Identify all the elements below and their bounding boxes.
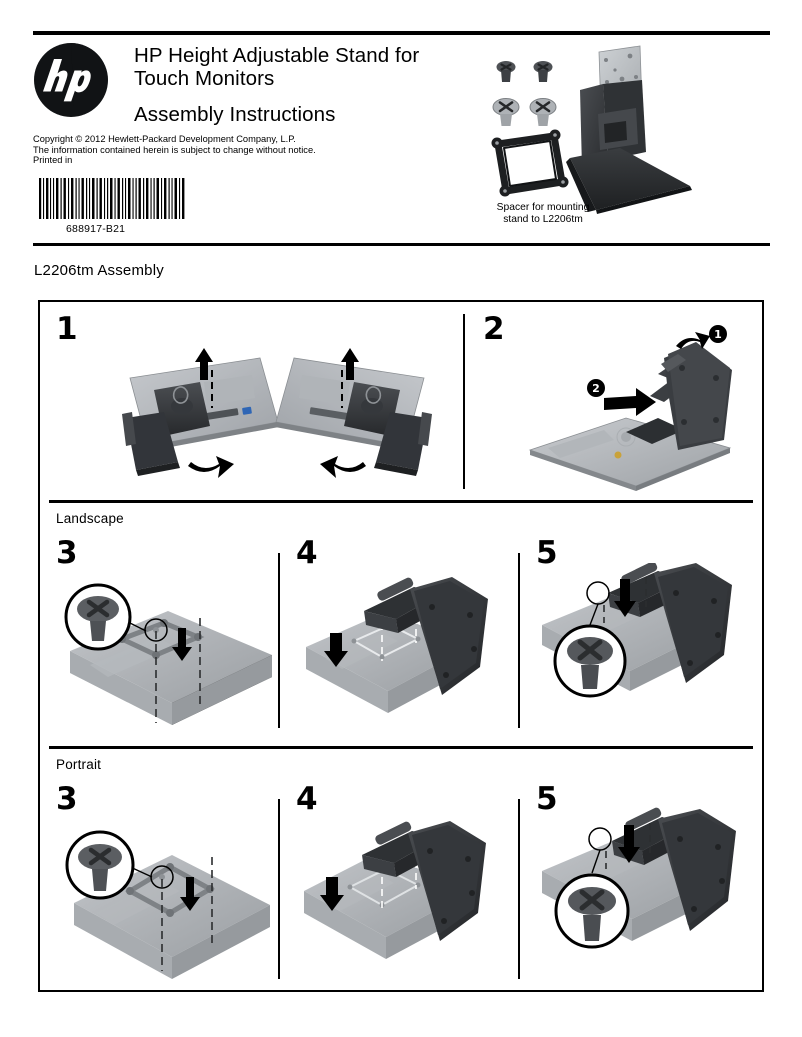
step-number-4-portrait: 4 xyxy=(296,781,318,817)
top-divider xyxy=(33,31,770,35)
row-divider-2 xyxy=(49,746,753,749)
steps-row-portrait: Portrait 3 xyxy=(40,749,762,992)
spacer-caption: Spacer for mounting stand to L2206tm xyxy=(473,202,613,226)
copyright-line-2: The information contained herein is subj… xyxy=(33,144,316,155)
orientation-label-portrait: Portrait xyxy=(56,757,102,772)
step-number-5-portrait: 5 xyxy=(536,781,558,817)
row1-vertical-divider xyxy=(463,314,465,489)
step-number-5-landscape: 5 xyxy=(536,535,558,571)
stand-assembly xyxy=(364,577,488,695)
stand-rotating xyxy=(626,342,732,450)
part-number-label: 688917-B21 xyxy=(66,223,126,235)
barcode-block: 688917-B21 xyxy=(38,178,208,235)
title-line-2: Touch Monitors xyxy=(134,67,275,90)
assembly-steps-box: 1 xyxy=(38,300,764,992)
copyright-line-3: Printed in xyxy=(33,155,73,166)
step-number-1: 1 xyxy=(56,311,78,347)
document-subtitle: Assembly Instructions xyxy=(134,103,336,126)
screw-detail-circle xyxy=(65,830,135,900)
height-adjustable-stand-illustration xyxy=(566,45,692,214)
steps-row-1: 1 xyxy=(40,302,762,500)
title-line-1: HP Height Adjustable Stand for xyxy=(134,44,420,67)
orientation-label-landscape: Landscape xyxy=(56,511,124,526)
step-5-portrait-illustration xyxy=(538,807,750,982)
screw-detail-circle xyxy=(64,583,132,651)
step-4-portrait-illustration xyxy=(302,817,510,982)
spacer-bracket-icon xyxy=(491,129,569,197)
portrait-divider-1 xyxy=(278,799,280,979)
screw-icon-2 xyxy=(533,61,553,82)
portrait-divider-2 xyxy=(518,799,520,979)
header-divider xyxy=(33,243,770,246)
monitor-left xyxy=(122,348,279,478)
step-number-3-landscape: 3 xyxy=(56,535,78,571)
barcode-image xyxy=(38,178,188,219)
step-1-illustration xyxy=(92,326,462,494)
parts-illustration xyxy=(470,40,770,240)
assembly-heading: L2206tm Assembly xyxy=(34,262,164,279)
step-3-portrait-illustration xyxy=(60,819,275,989)
step-2-illustration: 1 2 xyxy=(518,322,748,494)
svg-text:2: 2 xyxy=(592,382,600,395)
hp-logo-icon xyxy=(33,42,109,118)
copyright-block: Copyright © 2012 Hewlett-Packard Develop… xyxy=(33,134,453,166)
spacer-caption-line-2: stand to L2206tm xyxy=(503,214,583,225)
step-3-landscape-illustration xyxy=(60,573,275,738)
screw-icon-4 xyxy=(529,98,557,126)
monitor-right xyxy=(275,348,432,478)
step-number-4-landscape: 4 xyxy=(296,535,318,571)
spacer-caption-line-1: Spacer for mounting xyxy=(496,202,590,213)
svg-text:1: 1 xyxy=(714,328,722,341)
screw-icon-3 xyxy=(492,98,520,126)
step-4-landscape-illustration xyxy=(302,571,510,731)
steps-row-landscape: Landscape 3 xyxy=(40,503,762,746)
step-5-landscape-illustration xyxy=(538,563,750,733)
copyright-line-1: Copyright © 2012 Hewlett-Packard Develop… xyxy=(33,134,296,144)
landscape-divider-1 xyxy=(278,553,280,728)
screw-detail-circle xyxy=(553,624,627,698)
step-number-2: 2 xyxy=(483,311,505,347)
landscape-divider-2 xyxy=(518,553,520,728)
step-number-3-portrait: 3 xyxy=(56,781,78,817)
row-divider-1 xyxy=(49,500,753,503)
screw-detail-circle xyxy=(554,873,630,949)
screw-icon-1 xyxy=(496,61,516,82)
